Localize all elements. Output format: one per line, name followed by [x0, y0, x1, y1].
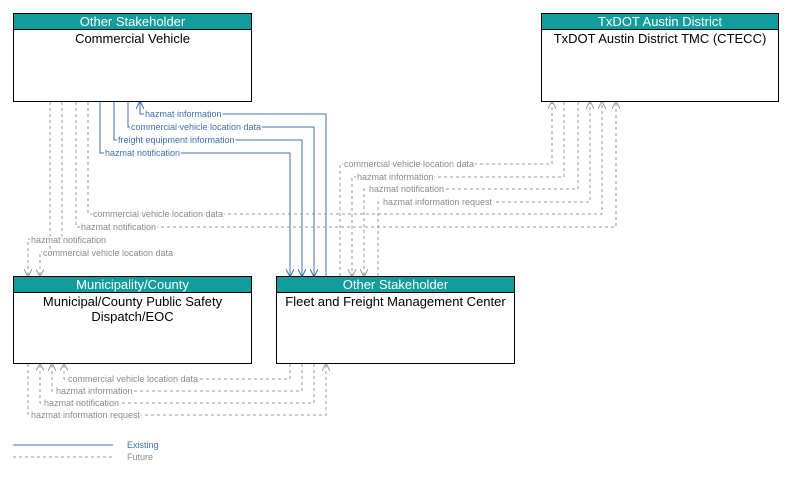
flow-line-future — [75, 102, 616, 228]
flow-label: hazmat notification — [105, 148, 180, 158]
flow-line-existing — [113, 102, 302, 276]
node-name: TxDOT Austin District TMC (CTECC) — [553, 31, 767, 46]
flow-label: hazmat notification — [369, 184, 444, 194]
flow-line-existing — [140, 102, 327, 276]
node-commercial-vehicle[interactable]: Other Stakeholder Commercial Vehicle — [13, 13, 252, 102]
flow-label: hazmat information — [56, 386, 133, 396]
node-name: Commercial Vehicle — [75, 31, 190, 46]
node-category: Other Stakeholder — [14, 14, 251, 30]
node-name: Municipal/County Public Safety Dispatch/… — [42, 294, 223, 324]
node-category: Other Stakeholder — [277, 277, 514, 293]
node-name: Fleet and Freight Management Center — [285, 294, 506, 309]
flow-line-future — [364, 102, 579, 276]
flow-line-future — [339, 102, 552, 276]
flow-label: freight equipment information — [118, 135, 235, 145]
flow-label: commercial vehicle location data — [68, 374, 198, 384]
flow-label: hazmat information — [145, 109, 222, 119]
flow-line-future — [52, 364, 303, 392]
flow-label: hazmat information request — [383, 197, 493, 207]
flow-line-future — [352, 102, 565, 276]
node-txdot-austin-tmc[interactable]: TxDOT Austin District TxDOT Austin Distr… — [541, 13, 779, 102]
legend-existing-label: Existing — [127, 440, 159, 450]
flow-label: hazmat notification — [44, 398, 119, 408]
flow-label: hazmat information request — [31, 410, 141, 420]
node-municipal-county-dispatch[interactable]: Municipality/County Municipal/County Pub… — [13, 276, 252, 364]
flow-line-future — [64, 364, 291, 380]
legend-future-label: Future — [127, 452, 154, 462]
node-category: TxDOT Austin District — [542, 14, 778, 30]
flow-line-future — [40, 364, 315, 404]
flow-label: commercial vehicle location data — [43, 248, 173, 258]
node-category: Municipality/County — [14, 277, 251, 293]
flow-line-future — [28, 102, 63, 276]
flow-line-future — [87, 102, 602, 215]
flow-line-future — [40, 102, 51, 276]
node-fleet-freight-center[interactable]: Other Stakeholder Fleet and Freight Mana… — [276, 276, 515, 364]
flow-label: commercial vehicle location data — [344, 159, 474, 169]
flow-line-future — [377, 102, 590, 276]
flow-label: hazmat information — [357, 172, 434, 182]
flow-line-future — [27, 364, 326, 416]
flow-line-existing — [127, 102, 314, 276]
flow-label: commercial vehicle location data — [131, 122, 261, 132]
flow-label: hazmat notification — [81, 222, 156, 232]
flow-label: hazmat notification — [31, 235, 106, 245]
flow-label: commercial vehicle location data — [93, 209, 223, 219]
